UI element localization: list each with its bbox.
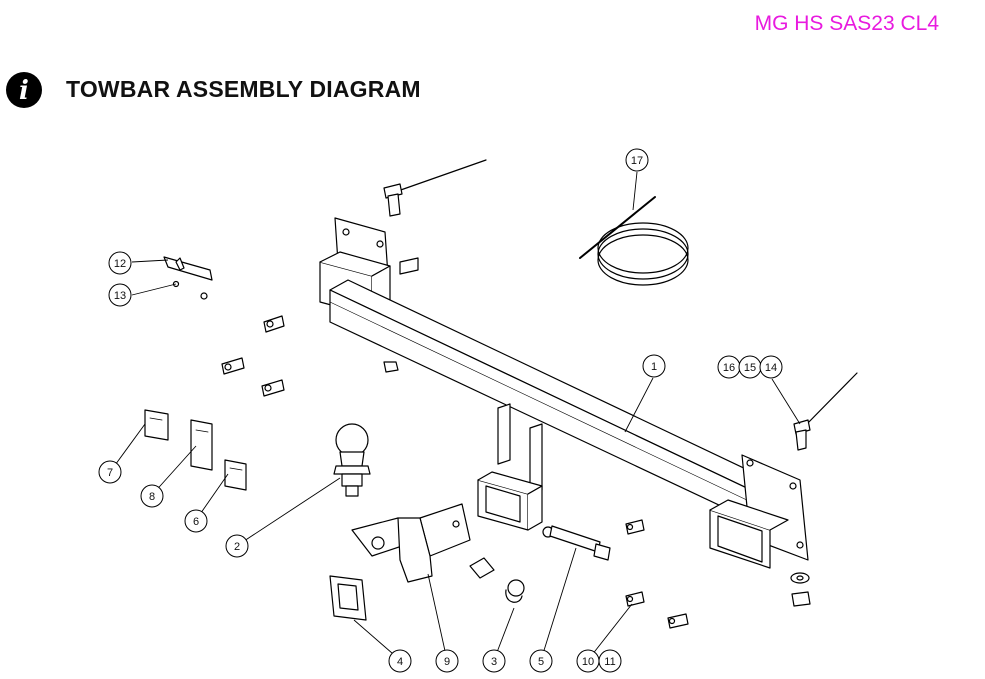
svg-text:14: 14 — [765, 362, 777, 374]
svg-text:12: 12 — [114, 258, 126, 270]
callout-6: 6 — [184, 509, 208, 533]
cover-cap-part — [329, 575, 367, 621]
callout-16: 16 — [717, 355, 741, 379]
svg-text:3: 3 — [491, 656, 497, 668]
callout-3: 3 — [482, 649, 506, 673]
svg-text:4: 4 — [397, 656, 403, 668]
bolts-left — [221, 315, 285, 397]
callout-7: 7 — [98, 460, 122, 484]
shackle-part — [469, 557, 525, 603]
callout-17: 17 — [625, 148, 649, 172]
bracket-part — [163, 256, 213, 300]
callout-1: 1 — [642, 354, 666, 378]
svg-text:i: i — [19, 76, 29, 106]
svg-text:6: 6 — [193, 516, 199, 528]
bolt-strap-part-right — [793, 372, 858, 451]
svg-text:13: 13 — [114, 290, 126, 302]
model-code: MG HS SAS23 CL4 — [754, 12, 939, 35]
svg-text:2: 2 — [234, 541, 240, 553]
svg-text:8: 8 — [149, 491, 155, 503]
svg-text:11: 11 — [604, 656, 615, 668]
svg-text:17: 17 — [631, 155, 643, 167]
callout-8: 8 — [140, 484, 164, 508]
bolts-right — [625, 519, 811, 629]
callout-12: 12 — [108, 251, 132, 275]
callout-13: 13 — [108, 283, 132, 307]
svg-text:1: 1 — [651, 361, 657, 373]
svg-text:7: 7 — [107, 467, 113, 479]
callout-10: 10 — [576, 649, 600, 673]
callout-15: 15 — [738, 355, 762, 379]
svg-text:15: 15 — [744, 362, 756, 374]
callout-bubbles: 12 13 17 1 16 15 14 7 8 6 2 4 9 3 5 10 1… — [98, 148, 783, 673]
crossbar-part — [319, 217, 809, 569]
callout-9: 9 — [435, 649, 459, 673]
page-title: TOWBAR ASSEMBLY DIAGRAM — [66, 76, 421, 102]
leader-lines — [109, 171, 801, 661]
ball-mount-part — [351, 503, 471, 583]
wiring-coil-part — [579, 196, 689, 286]
callout-4: 4 — [388, 649, 412, 673]
callout-14: 14 — [759, 355, 783, 379]
callout-5: 5 — [529, 649, 553, 673]
svg-text:16: 16 — [723, 362, 735, 374]
callout-11: 11 — [598, 649, 622, 673]
tie-strap-part — [383, 159, 487, 217]
callout-2: 2 — [225, 534, 249, 558]
label-decals — [144, 409, 247, 491]
info-icon: i — [6, 72, 42, 108]
hitch-pin-part — [542, 525, 611, 561]
svg-text:5: 5 — [538, 656, 544, 668]
svg-text:9: 9 — [444, 656, 450, 668]
tow-ball-part — [333, 423, 371, 497]
svg-text:10: 10 — [582, 656, 594, 668]
